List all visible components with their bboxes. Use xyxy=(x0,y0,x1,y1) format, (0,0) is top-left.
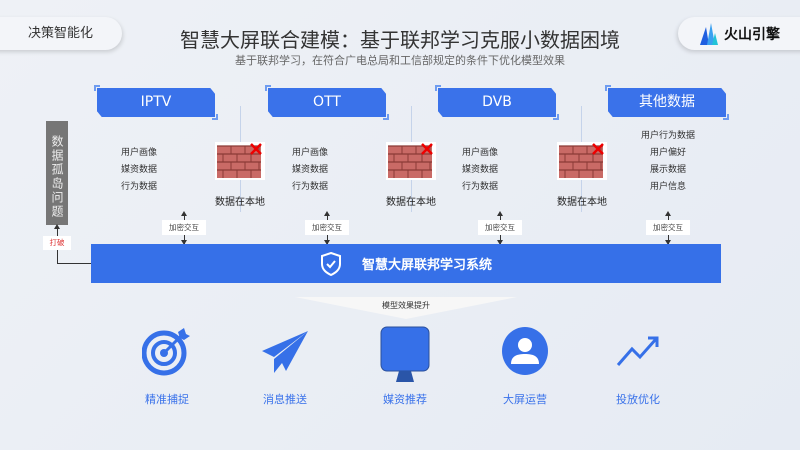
tab-corner xyxy=(723,114,729,120)
connector-line xyxy=(57,263,91,264)
source-data-list: 用户画像媒资数据行为数据 xyxy=(270,145,350,196)
data-local-label: 数据在本地 xyxy=(215,197,265,208)
encrypted-exchange-label: 加密交互 xyxy=(478,220,522,235)
data-item: 用户画像 xyxy=(461,148,498,158)
arrow-head-icon xyxy=(665,240,671,245)
data-local-label: 数据在本地 xyxy=(557,197,607,208)
shield-check-icon xyxy=(320,251,341,276)
firewall-icon xyxy=(386,142,436,180)
target-icon xyxy=(137,326,197,376)
source-tab[interactable]: OTT xyxy=(268,88,386,117)
arrow-head-icon xyxy=(497,211,503,216)
source-tab[interactable]: DVB xyxy=(438,88,556,117)
outcome-label: 大屏运营 xyxy=(503,393,547,406)
data-item: 用户画像 xyxy=(291,148,328,158)
brand-logo: 火山引擎 xyxy=(678,17,800,50)
break-label: 打破 xyxy=(43,236,71,250)
volcano-logo-icon xyxy=(700,22,718,45)
tab-corner xyxy=(383,114,389,120)
screen-icon xyxy=(375,326,435,382)
page-title: 智慧大屏联合建模：基于联邦学习克服小数据困境 xyxy=(180,28,620,52)
encrypted-exchange-label: 加密交互 xyxy=(305,220,349,235)
firewall-icon xyxy=(557,142,607,180)
outcome-label: 投放优化 xyxy=(616,393,660,406)
brand-name: 火山引擎 xyxy=(724,26,780,43)
firewall-icon xyxy=(215,142,265,180)
data-item: 行为数据 xyxy=(120,182,157,192)
category-badge: 决策智能化 xyxy=(0,17,122,50)
data-item: 用户信息 xyxy=(649,182,686,192)
source-tab[interactable]: IPTV xyxy=(97,88,215,117)
arrow-up xyxy=(57,228,58,236)
tab-corner xyxy=(605,85,611,91)
data-item: 用户行为数据 xyxy=(640,131,695,141)
data-island-label: 数据孤岛问题 xyxy=(46,121,68,225)
outcome-label: 消息推送 xyxy=(263,393,307,406)
data-item: 媒资数据 xyxy=(461,165,498,175)
source-tab[interactable]: 其他数据 xyxy=(608,88,726,117)
connector-line xyxy=(57,250,58,263)
paper-plane-icon xyxy=(255,326,315,376)
page-subtitle: 基于联邦学习，在符合广电总局和工信部规定的条件下优化模型效果 xyxy=(235,54,565,67)
arrow-head-icon xyxy=(665,211,671,216)
data-item: 用户画像 xyxy=(120,148,157,158)
data-item: 用户偏好 xyxy=(649,148,686,158)
encrypted-exchange-label: 加密交互 xyxy=(162,220,206,235)
trend-icon xyxy=(608,326,668,376)
improve-label: 模型效果提升 xyxy=(382,301,430,310)
tab-corner xyxy=(265,85,271,91)
tab-corner xyxy=(212,114,218,120)
system-label: 智慧大屏联邦学习系统 xyxy=(361,258,492,273)
tab-corner xyxy=(435,85,441,91)
data-item: 行为数据 xyxy=(291,182,328,192)
data-item: 行为数据 xyxy=(461,182,498,192)
source-data-list: 用户画像媒资数据行为数据 xyxy=(99,145,179,196)
arrow-head-icon xyxy=(324,240,330,245)
arrow-head-icon xyxy=(324,211,330,216)
tab-corner xyxy=(94,85,100,91)
arrow-head-icon xyxy=(181,211,187,216)
tab-corner xyxy=(553,114,559,120)
source-data-list: 用户画像媒资数据行为数据 xyxy=(440,145,520,196)
arrow-head-icon xyxy=(54,224,60,229)
arrow-head-icon xyxy=(497,240,503,245)
outcome-label: 精准捕捉 xyxy=(145,393,189,406)
encrypted-exchange-label: 加密交互 xyxy=(646,220,690,235)
data-local-label: 数据在本地 xyxy=(386,197,436,208)
data-item: 媒资数据 xyxy=(120,165,157,175)
data-item: 展示数据 xyxy=(649,165,686,175)
user-icon xyxy=(495,326,555,376)
federated-system-bar: 智慧大屏联邦学习系统 xyxy=(91,244,721,283)
outcome-label: 媒资推荐 xyxy=(383,393,427,406)
data-item: 媒资数据 xyxy=(291,165,328,175)
source-data-list: 用户行为数据用户偏好展示数据用户信息 xyxy=(628,128,708,196)
arrow-head-icon xyxy=(181,240,187,245)
